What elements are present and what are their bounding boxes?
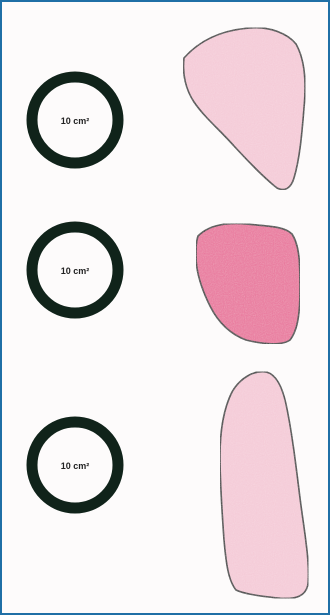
ring-2: 10 cm² xyxy=(32,227,118,313)
ring-3: 10 cm² xyxy=(32,422,118,508)
irregular-shape-bottom xyxy=(220,372,308,599)
ring-label-2: 10 cm² xyxy=(61,266,90,276)
irregular-shape-top xyxy=(183,28,305,190)
ring-1: 10 cm² xyxy=(32,77,118,163)
ring-label-3: 10 cm² xyxy=(61,461,90,471)
irregular-shape-middle xyxy=(196,224,300,344)
ring-label-1: 10 cm² xyxy=(61,116,90,126)
